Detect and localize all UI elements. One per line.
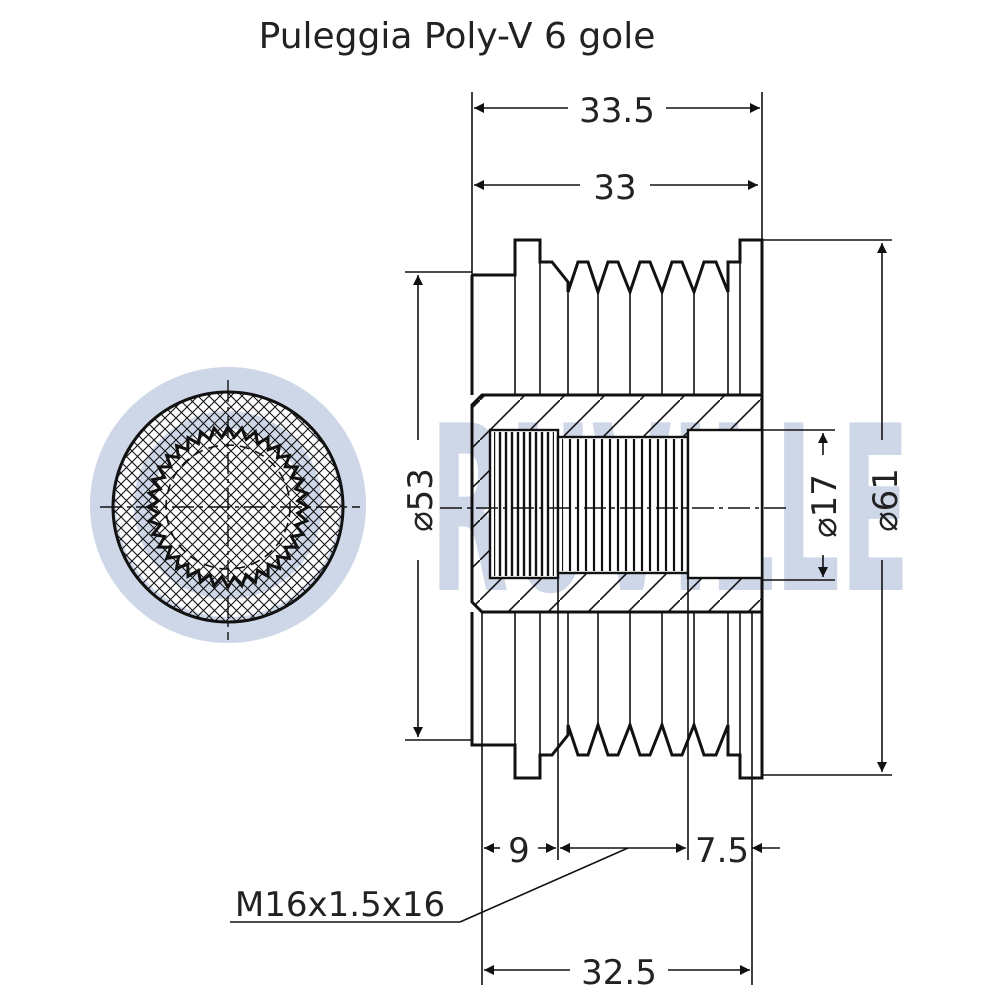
section-view: [440, 238, 790, 780]
dim-overall-length-top: 33.5: [579, 91, 655, 131]
dim-bore-diameter-group: ⌀17: [805, 474, 845, 538]
diameter-symbol: ⌀: [866, 511, 906, 531]
drawing-title: Puleggia Poly-V 6 gole: [259, 16, 656, 57]
svg-text:⌀53: ⌀53: [401, 468, 441, 532]
dim-overall-length-bottom: 32.5: [581, 953, 657, 993]
dimension-lines: [230, 92, 892, 985]
end-view: [100, 380, 360, 640]
svg-text:⌀61: ⌀61: [866, 468, 906, 532]
dim-bore-diameter: 17: [805, 474, 845, 517]
dim-outer-diameter-group: ⌀61: [866, 468, 906, 532]
diameter-symbol: ⌀: [805, 517, 845, 537]
dim-thread-spec: M16x1.5x16: [235, 885, 445, 925]
dim-groove-diameter: 53: [401, 468, 441, 511]
svg-text:⌀17: ⌀17: [805, 474, 845, 538]
dim-thread-length-right: 7.5: [695, 831, 749, 871]
dim-outer-diameter: 61: [866, 468, 906, 511]
dim-thread-length-left: 9: [508, 831, 530, 871]
diameter-symbol: ⌀: [401, 511, 441, 531]
dim-groove-diameter-group: ⌀53: [401, 468, 441, 532]
dim-overall-length: 33: [593, 168, 636, 208]
